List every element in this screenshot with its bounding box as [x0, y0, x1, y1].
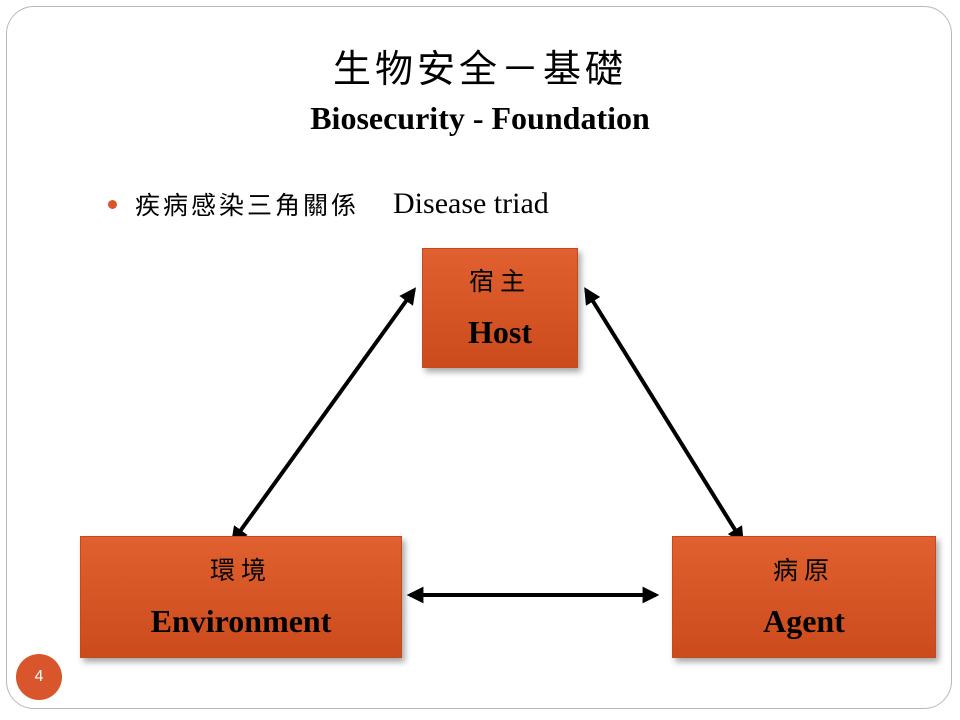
title-english: Biosecurity - Foundation	[310, 100, 650, 136]
node-environment: 環境 Environment	[80, 536, 402, 658]
node-environment-label-chinese: 環境	[209, 556, 272, 585]
bullet-text-english: Disease triad	[393, 187, 549, 220]
bullet-dot-icon	[108, 199, 117, 209]
arrow-host-agent	[584, 287, 744, 544]
node-host-label-chinese: 宿主	[468, 267, 531, 296]
node-environment-label-english: Environment	[150, 603, 332, 639]
node-host-label-english: Host	[468, 314, 532, 350]
title-chinese: 生物安全－基礎	[332, 47, 627, 91]
bullet-text-chinese: 疾病感染三角關係	[135, 191, 360, 220]
node-host: 宿主 Host	[422, 248, 578, 368]
node-agent-label-english: Agent	[763, 603, 845, 639]
page-number-badge: 4	[16, 654, 62, 700]
bullet-item: 疾病感染三角關係 Disease triad	[108, 186, 549, 222]
node-agent: 病原 Agent	[672, 536, 936, 658]
node-agent-label-chinese: 病原	[772, 556, 835, 585]
arrow-host-environment	[231, 287, 416, 544]
